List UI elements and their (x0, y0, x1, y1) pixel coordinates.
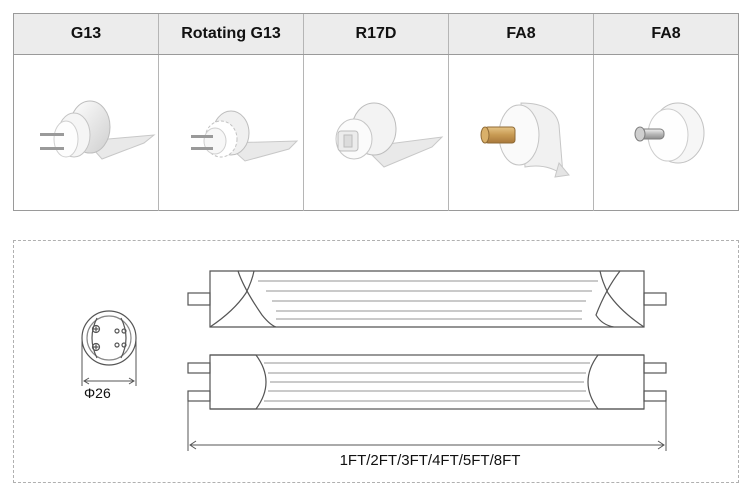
rotating-g13-end-cap-icon (191, 110, 299, 162)
end-cap-image-row (14, 55, 738, 211)
cell-fa8-brass-image (449, 55, 594, 211)
header-fa8-silver: FA8 (651, 25, 681, 42)
end-cap-table: G13 Rotating G13 R17D FA8 FA8 (13, 13, 739, 211)
cell-fa8-silver-image (594, 55, 738, 211)
end-cap-header-row: G13 Rotating G13 R17D FA8 FA8 (14, 14, 738, 55)
header-r17d: R17D (304, 14, 449, 54)
header-rotating-g13: Rotating G13 (159, 14, 304, 54)
length-options-label: 1FT/2FT/3FT/4FT/5FT/8FT (339, 452, 521, 469)
tube-side-view-upper (187, 270, 667, 328)
tube-side-view-lower (187, 354, 667, 410)
g13-end-cap-icon (40, 100, 156, 160)
r17d-end-cap-icon (335, 102, 444, 168)
tube-technical-drawing (81, 270, 667, 451)
cell-rotating-g13-image (159, 55, 304, 211)
header-g13: G13 (14, 14, 159, 54)
tube-dimension-drawing (13, 240, 739, 483)
fa8-brass-pin-end-cap-icon (480, 102, 570, 178)
cell-g13-image (14, 55, 159, 211)
fa8-silver-pin-end-cap-icon (634, 102, 705, 164)
diameter-label: Φ26 (84, 385, 111, 401)
header-fa8-brass: FA8 (449, 14, 594, 54)
length-dimension-line (187, 401, 667, 451)
tube-end-view (81, 310, 137, 386)
cell-r17d-image (304, 55, 449, 211)
